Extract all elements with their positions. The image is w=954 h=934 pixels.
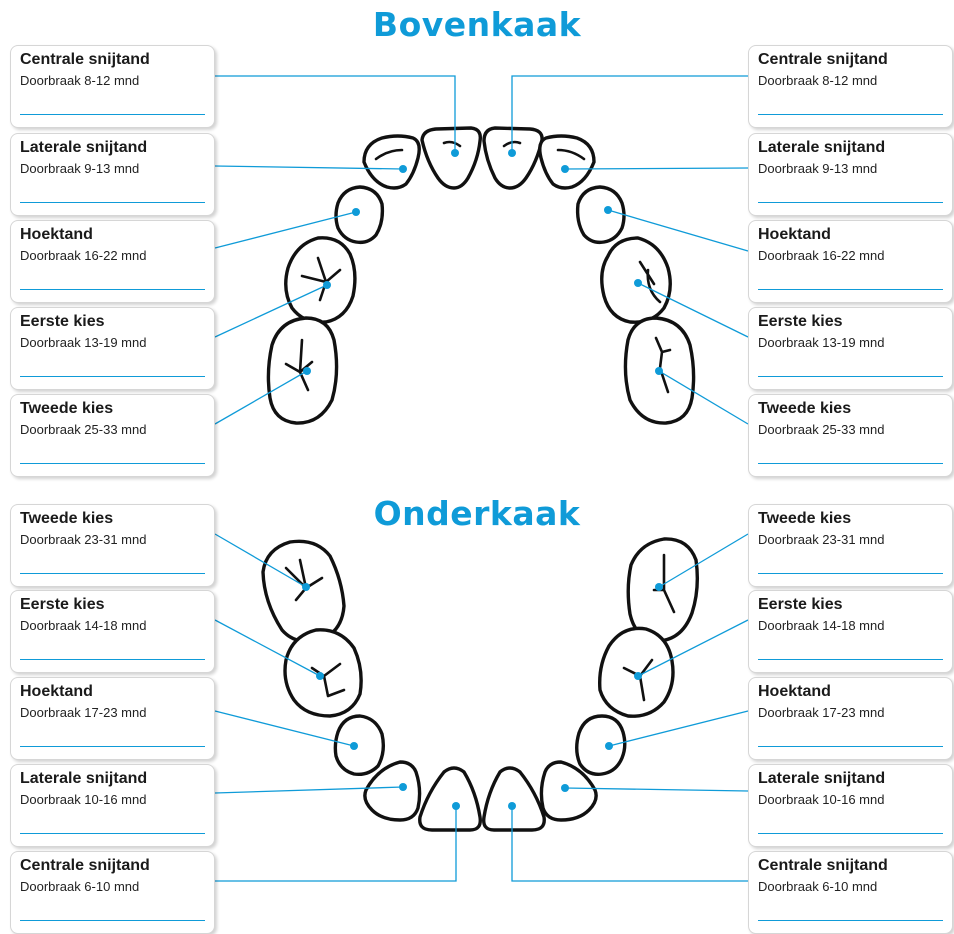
tooth-name: Eerste kies [758, 596, 843, 614]
upper-left-lateral-incisor-card: Laterale snijtand Doorbraak 9-13 mnd [10, 133, 215, 216]
write-line [758, 920, 943, 921]
write-line [20, 573, 205, 574]
write-line [758, 463, 943, 464]
eruption-time: Doorbraak 10-16 mnd [20, 792, 146, 807]
write-line [20, 659, 205, 660]
upper-left-canine-card: Hoektand Doorbraak 16-22 mnd [10, 220, 215, 303]
write-line [758, 114, 943, 115]
upper-left-second-molar-card: Tweede kies Doorbraak 25-33 mnd [10, 394, 215, 477]
lower-jaw-title: Onderkaak [327, 494, 627, 533]
tooth-name: Centrale snijtand [758, 51, 888, 69]
lower-right-lateral-incisor-card: Laterale snijtand Doorbraak 10-16 mnd [748, 764, 953, 847]
eruption-time: Doorbraak 14-18 mnd [758, 618, 884, 633]
tooth-name: Tweede kies [758, 510, 851, 528]
upper-right-central-incisor [484, 128, 542, 188]
eruption-time: Doorbraak 13-19 mnd [758, 335, 884, 350]
write-line [20, 376, 205, 377]
upper-left-central-incisor [422, 128, 480, 188]
tooth-name: Hoektand [758, 683, 831, 701]
tooth-name: Laterale snijtand [758, 770, 885, 788]
eruption-time: Doorbraak 8-12 mnd [20, 73, 139, 88]
upper-right-first-molar-card: Eerste kies Doorbraak 13-19 mnd [748, 307, 953, 390]
upper-right-second-molar-card: Tweede kies Doorbraak 25-33 mnd [748, 394, 953, 477]
write-line [20, 289, 205, 290]
write-line [758, 659, 943, 660]
write-line [20, 114, 205, 115]
tooth-name: Tweede kies [20, 400, 113, 418]
upper-left-first-molar-card: Eerste kies Doorbraak 13-19 mnd [10, 307, 215, 390]
eruption-time: Doorbraak 17-23 mnd [758, 705, 884, 720]
upper-right-canine [578, 187, 624, 242]
eruption-time: Doorbraak 16-22 mnd [758, 248, 884, 263]
tooth-name: Eerste kies [20, 313, 105, 331]
lower-right-first-molar-card: Eerste kies Doorbraak 14-18 mnd [748, 590, 953, 673]
write-line [758, 746, 943, 747]
tooth-name: Eerste kies [758, 313, 843, 331]
write-line [20, 833, 205, 834]
lower-left-canine [335, 716, 383, 774]
upper-right-lateral-incisor-card: Laterale snijtand Doorbraak 9-13 mnd [748, 133, 953, 216]
upper-right-canine-card: Hoektand Doorbraak 16-22 mnd [748, 220, 953, 303]
tooth-name: Centrale snijtand [20, 51, 150, 69]
lower-right-central-incisor-card: Centrale snijtand Doorbraak 6-10 mnd [748, 851, 953, 934]
eruption-time: Doorbraak 8-12 mnd [758, 73, 877, 88]
lower-left-lateral-incisor-card: Laterale snijtand Doorbraak 10-16 mnd [10, 764, 215, 847]
eruption-time: Doorbraak 23-31 mnd [758, 532, 884, 547]
eruption-time: Doorbraak 25-33 mnd [758, 422, 884, 437]
upper-left-central-incisor-card: Centrale snijtand Doorbraak 8-12 mnd [10, 45, 215, 128]
eruption-time: Doorbraak 9-13 mnd [20, 161, 139, 176]
eruption-time: Doorbraak 23-31 mnd [20, 532, 146, 547]
upper-right-lateral-incisor [540, 136, 594, 188]
eruption-time: Doorbraak 25-33 mnd [20, 422, 146, 437]
tooth-name: Hoektand [758, 226, 831, 244]
tooth-name: Tweede kies [758, 400, 851, 418]
tooth-name: Eerste kies [20, 596, 105, 614]
eruption-time: Doorbraak 13-19 mnd [20, 335, 146, 350]
eruption-time: Doorbraak 14-18 mnd [20, 618, 146, 633]
eruption-time: Doorbraak 6-10 mnd [20, 879, 139, 894]
upper-right-central-incisor-card: Centrale snijtand Doorbraak 8-12 mnd [748, 45, 953, 128]
lower-left-first-molar [285, 630, 361, 716]
write-line [20, 746, 205, 747]
tooth-name: Centrale snijtand [758, 857, 888, 875]
lower-left-central-incisor [420, 768, 481, 830]
write-line [20, 202, 205, 203]
upper-jaw-title: Bovenkaak [327, 5, 627, 44]
eruption-time: Doorbraak 6-10 mnd [758, 879, 877, 894]
lower-right-central-incisor [484, 768, 545, 830]
lower-left-second-molar-card: Tweede kies Doorbraak 23-31 mnd [10, 504, 215, 587]
write-line [20, 463, 205, 464]
lower-right-second-molar-card: Tweede kies Doorbraak 23-31 mnd [748, 504, 953, 587]
write-line [758, 833, 943, 834]
eruption-time: Doorbraak 9-13 mnd [758, 161, 877, 176]
lower-right-canine-card: Hoektand Doorbraak 17-23 mnd [748, 677, 953, 760]
write-line [758, 573, 943, 574]
eruption-time: Doorbraak 17-23 mnd [20, 705, 146, 720]
write-line [20, 920, 205, 921]
upper-left-lateral-incisor [364, 136, 419, 188]
write-line [758, 202, 943, 203]
lower-left-central-incisor-card: Centrale snijtand Doorbraak 6-10 mnd [10, 851, 215, 934]
tooth-name: Laterale snijtand [20, 139, 147, 157]
tooth-name: Centrale snijtand [20, 857, 150, 875]
lower-left-first-molar-card: Eerste kies Doorbraak 14-18 mnd [10, 590, 215, 673]
eruption-time: Doorbraak 16-22 mnd [20, 248, 146, 263]
tooth-name: Hoektand [20, 683, 93, 701]
write-line [758, 376, 943, 377]
tooth-name: Tweede kies [20, 510, 113, 528]
lower-left-canine-card: Hoektand Doorbraak 17-23 mnd [10, 677, 215, 760]
tooth-name: Hoektand [20, 226, 93, 244]
lower-right-first-molar [600, 628, 673, 716]
lower-right-canine [577, 716, 625, 774]
tooth-name: Laterale snijtand [758, 139, 885, 157]
tooth-name: Laterale snijtand [20, 770, 147, 788]
write-line [758, 289, 943, 290]
eruption-time: Doorbraak 10-16 mnd [758, 792, 884, 807]
